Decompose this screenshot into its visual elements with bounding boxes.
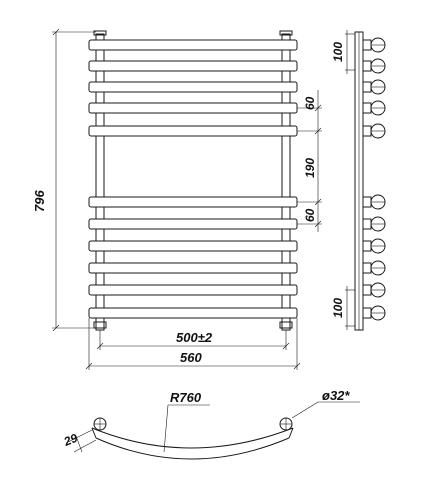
towel-bar <box>88 102 298 114</box>
bottom-bar-group <box>88 196 298 319</box>
gap-bottom-label: 60 <box>303 208 317 222</box>
gap-top-label: 60 <box>303 96 317 110</box>
towel-bar <box>88 81 298 93</box>
cap <box>93 30 107 36</box>
middle-gap-label: 190 <box>303 158 317 178</box>
front-view: 796 60 190 60 500±2 <box>32 28 322 370</box>
towel-bar <box>88 240 298 252</box>
gap-dimensions: 60 190 60 <box>297 90 322 232</box>
width-dimensions: 500±2 560 <box>85 318 301 370</box>
bottom-pitch-label: 100 <box>331 298 345 318</box>
radius-label: R760 <box>170 390 202 405</box>
left-fitting <box>93 417 107 431</box>
curved-bar-inner <box>95 437 290 460</box>
towel-bar <box>88 284 298 296</box>
towel-bar <box>88 307 298 319</box>
cap <box>279 30 293 36</box>
towel-bar <box>88 218 298 230</box>
top-view: R760 ø32* 29 <box>61 388 360 460</box>
towel-bar <box>88 262 298 274</box>
side-bar-ends <box>362 37 386 321</box>
offset-label: 29 <box>61 431 80 449</box>
overall-width-label: 560 <box>180 350 202 365</box>
towel-bar <box>88 196 298 208</box>
axis-width-label: 500±2 <box>176 330 213 345</box>
towel-bar <box>88 125 298 137</box>
pipe-label: ø32* <box>322 388 350 403</box>
curved-bar-outer <box>91 427 294 449</box>
cap <box>93 321 107 329</box>
top-pitch-label: 100 <box>331 42 345 62</box>
overall-height-dimension: 796 <box>32 28 96 332</box>
towel-bar <box>88 60 298 72</box>
side-view: 100 100 <box>331 30 386 331</box>
towel-bar <box>88 39 298 51</box>
right-fitting <box>279 417 293 431</box>
cap <box>279 321 293 329</box>
overall-height-label: 796 <box>32 190 47 212</box>
top-bar-group <box>88 39 298 137</box>
